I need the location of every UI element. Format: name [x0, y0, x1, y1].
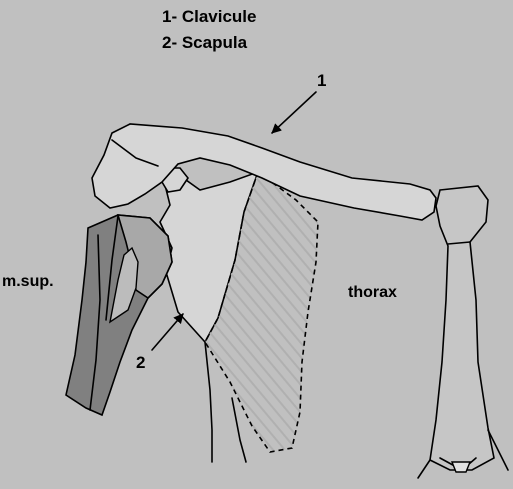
scapula-lateral-border	[204, 341, 213, 463]
callout-label-1: 1	[317, 71, 326, 90]
callout-label-2: 2	[136, 353, 145, 372]
acromioclavicular-joint	[111, 139, 159, 167]
legend-line-scapula: 2- Scapula	[162, 33, 248, 52]
legend-line-clavicle: 1- Clavicule	[162, 7, 257, 26]
humerus-inner-outline	[109, 246, 139, 324]
xiphoid-process	[450, 461, 472, 473]
sternum-manubrium-joint	[447, 241, 471, 245]
humerus-shaft-line	[89, 234, 101, 411]
scapula-hidden-hatched	[204, 170, 319, 453]
thorax-label: thorax	[348, 284, 397, 301]
callout-arrow-2	[151, 313, 184, 351]
callout-arrow-1	[271, 91, 317, 134]
humerus-label: m.sup.	[2, 273, 54, 290]
humerus-shaft-line-2	[105, 215, 119, 321]
rib-lower-left	[417, 459, 431, 479]
clavicle-shape	[91, 123, 437, 221]
sternum-shape	[429, 185, 495, 471]
rib-lower-right	[487, 429, 509, 471]
thorax-outline-left	[231, 397, 247, 463]
